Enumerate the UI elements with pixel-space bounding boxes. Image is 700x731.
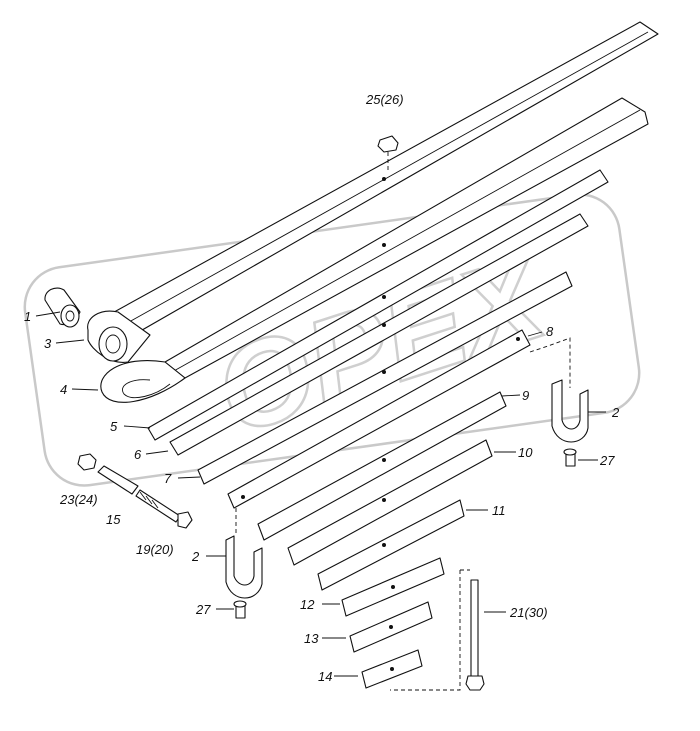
leaf-9	[257, 391, 507, 541]
nut-top	[377, 135, 399, 153]
callout-27-left: 27	[195, 602, 211, 617]
u-clip-left	[225, 535, 263, 599]
callout-7: 7	[164, 471, 172, 486]
callout-27-right: 27	[599, 453, 615, 468]
pad-12	[341, 557, 445, 617]
leaf-6	[169, 213, 589, 456]
pad-13	[349, 601, 433, 653]
callout-3: 3	[44, 336, 52, 351]
callout-11: 11	[492, 503, 506, 518]
callout-4: 4	[60, 382, 67, 397]
callout-23-24: 23(24)	[59, 492, 98, 507]
callout-8: 8	[546, 324, 554, 339]
main-eye-bushing	[87, 310, 151, 363]
eye-wrap	[100, 360, 186, 403]
rivet-left	[233, 600, 247, 619]
callout-6: 6	[134, 447, 142, 462]
callout-labels: 1 2 2 3 4 5 6 7 8 9 10 11 12 13 14 15 19…	[24, 92, 620, 684]
callout-2-left: 2	[191, 549, 200, 564]
leaf-8	[227, 329, 531, 509]
callout-1: 1	[24, 309, 31, 324]
small-nut	[77, 453, 97, 471]
leaf-5	[147, 169, 609, 441]
pad-14	[361, 649, 423, 689]
leader-lines	[35, 311, 606, 677]
callout-13: 13	[304, 631, 319, 646]
callout-2-right: 2	[611, 405, 620, 420]
center-bolt	[465, 579, 485, 691]
callout-19-20: 19(20)	[136, 542, 174, 557]
leaf-11	[317, 499, 465, 591]
long-bolt	[135, 489, 193, 529]
u-clip-right	[551, 379, 589, 443]
bushing	[44, 287, 81, 328]
rivet-right	[563, 448, 577, 467]
callout-5: 5	[110, 419, 118, 434]
callout-12: 12	[300, 597, 315, 612]
callout-15: 15	[106, 512, 121, 527]
callout-14: 14	[318, 669, 332, 684]
callout-9: 9	[522, 388, 529, 403]
callout-10: 10	[518, 445, 533, 460]
callout-21-30: 21(30)	[509, 605, 548, 620]
leaf-7	[197, 271, 573, 485]
callout-25-26: 25(26)	[365, 92, 404, 107]
leaf-10	[287, 439, 493, 566]
pin	[97, 465, 139, 495]
